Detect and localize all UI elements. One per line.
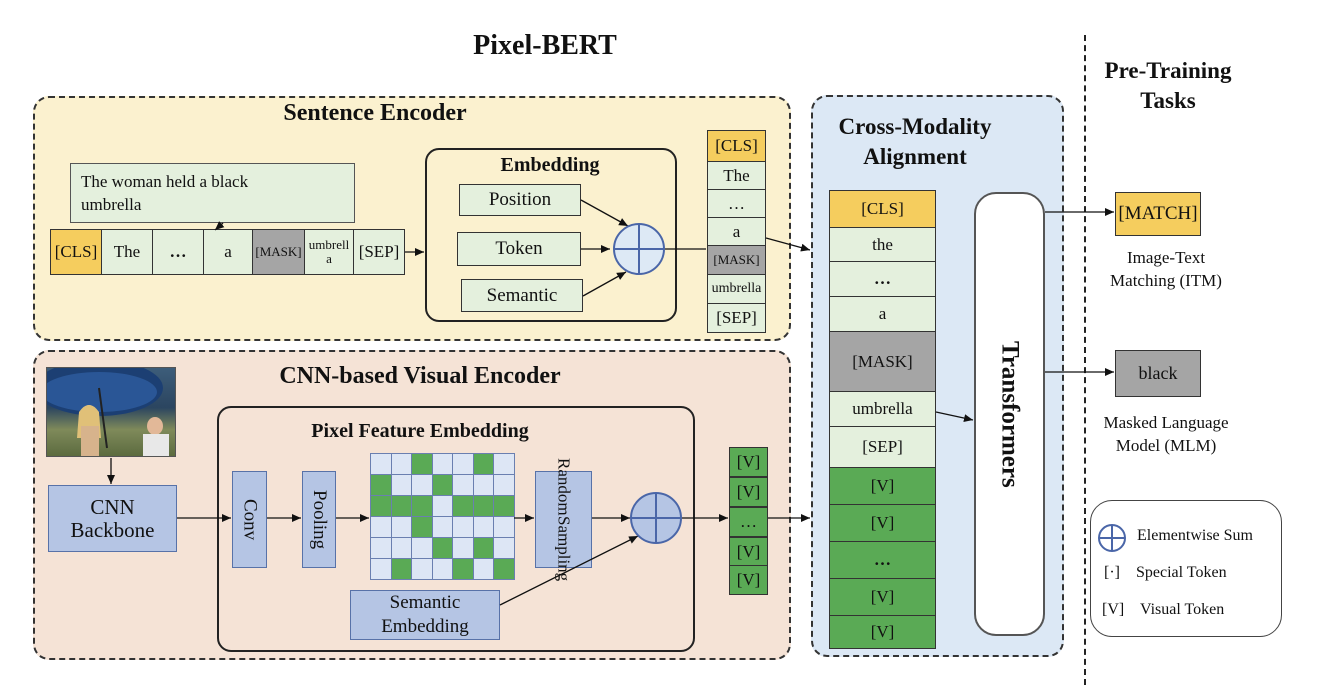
legend-special-label: Special Token (1136, 564, 1227, 581)
cm-token-ellipsis-v: … (829, 541, 936, 579)
feature-cell (493, 558, 515, 580)
section-divider (1084, 35, 1086, 685)
visual-out-ellipsis: … (729, 507, 768, 537)
legend-visual-symbol: [V] (1102, 601, 1125, 618)
legend-special-symbol: [·] (1104, 564, 1120, 581)
visual-out-v4: [V] (729, 565, 768, 595)
cm-token-v3: [V] (829, 578, 936, 616)
random-sampling-line2: Sampling (554, 515, 574, 581)
random-sampling-module: Random Sampling (535, 458, 592, 581)
token-embedding: Token (457, 232, 581, 266)
cm-token-the: the (829, 227, 936, 262)
embedding-title: Embedding (500, 154, 600, 176)
input-token-the: The (101, 229, 153, 275)
pretraining-title-line2: Tasks (1140, 88, 1196, 113)
itm-label-line1: Image-Text (1126, 248, 1206, 267)
visual-encoder-title: CNN-based Visual Encoder (279, 363, 561, 389)
input-token-cls: [CLS] (50, 229, 102, 275)
sentence-out-ellipsis: … (707, 189, 766, 218)
cm-token-mask: [MASK] (829, 331, 936, 392)
cm-token-v1: [V] (829, 467, 936, 505)
arrow-tokens-to-transformers (935, 411, 974, 423)
pretraining-title-line1: Pre-Training (1104, 58, 1232, 83)
itm-label-line2: Matching (ITM) (1110, 271, 1222, 290)
mlm-label-line2: Model (MLM) (1115, 436, 1217, 455)
sentence-out-cls: [CLS] (707, 130, 766, 162)
sentence-sum-node (613, 223, 665, 275)
transformers-label: Transformers (996, 340, 1024, 488)
input-sentence-box: The woman held a black umbrella (70, 163, 355, 223)
itm-label: Image-Text Matching (ITM) (1088, 246, 1244, 292)
arrow-position-to-sum (580, 199, 629, 227)
arrow-semantic-to-sum (582, 271, 627, 297)
input-token-sep: [SEP] (353, 229, 405, 275)
semantic-embedding-line2: Embedding (381, 616, 469, 637)
cross-modality-title-line1: Cross-Modality (838, 114, 992, 139)
input-token-ellipsis: … (152, 229, 204, 275)
semantic-embedding-line1: Semantic (389, 592, 461, 613)
sentence-out-a: a (707, 217, 766, 246)
sentence-out-sep: [SEP] (707, 303, 766, 333)
legend-sum-icon (1097, 523, 1127, 553)
main-title: Pixel-BERT (473, 30, 617, 61)
visual-out-v2: [V] (729, 477, 768, 507)
position-embedding: Position (459, 184, 581, 216)
arrow-semantic-emb-to-sum (499, 535, 639, 606)
input-token-umbrella: umbrell a (304, 229, 354, 275)
conv-module: Conv (232, 471, 267, 568)
sentence-line1: The woman held a black (81, 172, 249, 191)
legend-sum-label: Elementwise Sum (1137, 527, 1253, 544)
visual-out-v1: [V] (729, 447, 768, 477)
pooling-module: Pooling (302, 471, 336, 568)
cross-modality-title-line2: Alignment (863, 144, 967, 169)
input-image (46, 367, 176, 457)
arrow-sentence-to-tokens (214, 221, 225, 231)
mlm-label: Masked Language Model (MLM) (1088, 411, 1244, 457)
semantic-embedding-module: Semantic Embedding (350, 590, 500, 640)
transformers-block: Transformers (974, 192, 1045, 636)
pixel-feature-embedding-title: Pixel Feature Embedding (311, 420, 529, 442)
cm-token-ellipsis: … (829, 261, 936, 297)
sentence-out-the: The (707, 161, 766, 190)
feature-map-grid (370, 453, 515, 580)
legend-box (1090, 500, 1282, 637)
random-sampling-line1: Random (554, 458, 574, 516)
cross-modality-title: Cross-Modality Alignment (815, 112, 1015, 172)
mlm-label-line1: Masked Language (1103, 413, 1229, 432)
cnn-backbone-box: CNN Backbone (48, 485, 177, 552)
sentence-line2: umbrella (81, 195, 142, 214)
semantic-embedding: Semantic (461, 279, 583, 312)
sentence-encoder-title: Sentence Encoder (283, 100, 467, 126)
visual-sum-node (630, 492, 682, 544)
sentence-out-umbrella: umbrella (707, 274, 766, 304)
backbone-label-line1: CNN (90, 495, 135, 520)
pretraining-title: Pre-Training Tasks (1080, 56, 1256, 116)
arrow-sentence-to-cross (765, 237, 811, 252)
cm-token-v4: [V] (829, 615, 936, 649)
black-token: black (1115, 350, 1201, 397)
cm-token-umbrella: umbrella (829, 391, 936, 427)
legend-visual-label: Visual Token (1140, 601, 1225, 618)
backbone-label-line2: Backbone (70, 517, 155, 542)
match-token: [MATCH] (1115, 192, 1201, 236)
